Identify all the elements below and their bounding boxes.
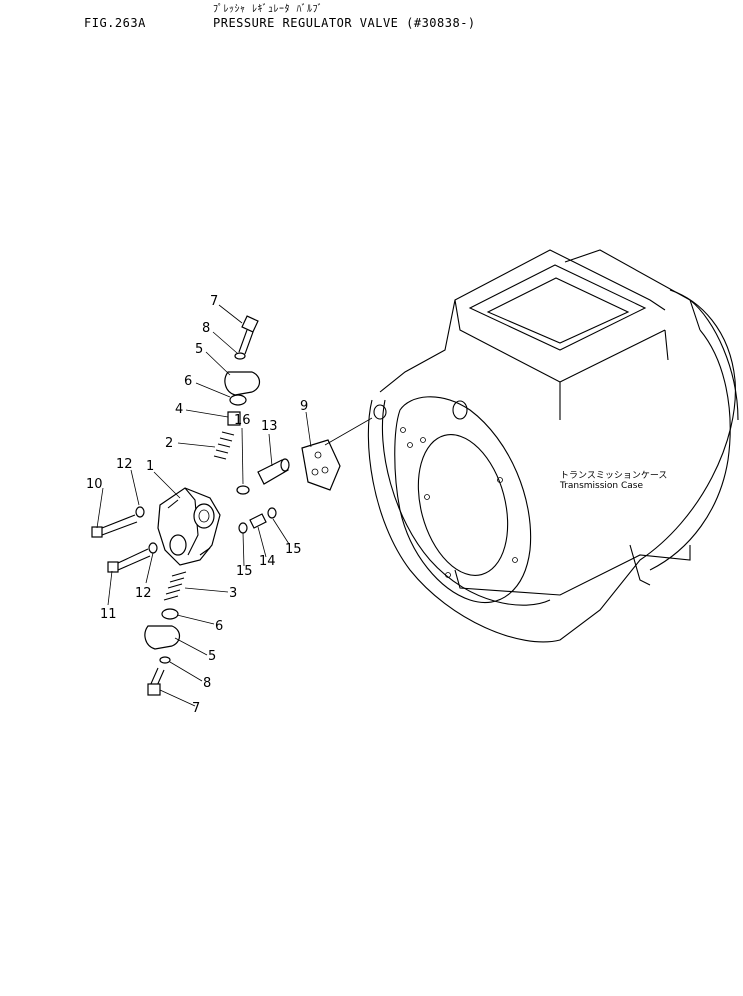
plug-14: [249, 513, 267, 529]
washer-12b: [148, 542, 158, 554]
callout-6-top: 6: [184, 374, 192, 389]
oring-top: [229, 394, 247, 406]
callout-5-top: 5: [195, 342, 203, 357]
valve-body: [157, 487, 221, 566]
figure-id: FIG.263A: [84, 16, 146, 30]
callout-1: 1: [146, 459, 154, 474]
callout-11: 11: [100, 607, 117, 622]
oring-15a: [238, 522, 248, 534]
callout-7-bottom: 7: [192, 701, 200, 716]
oring-16: [236, 485, 250, 495]
spring-top: [213, 431, 235, 460]
callout-13: 13: [261, 419, 278, 434]
cover-bottom: [144, 625, 181, 650]
callout-6-bottom: 6: [215, 619, 223, 634]
bolt-bottom: [147, 667, 165, 696]
washer-12a: [135, 506, 145, 518]
bolt-11: [107, 548, 151, 573]
title-japanese: ﾌﾟﾚｯｼｬ ﾚｷﾞｭﾚｰﾀ ﾊﾞﾙﾌﾞ: [213, 4, 324, 15]
case-label-en: Transmission Case: [559, 481, 643, 491]
gasket-9: [301, 439, 341, 491]
callout-numbers: 7 8 5 6 4 2 16 13 9 12 1 10 15 14 15 11 …: [86, 294, 308, 716]
spring-bottom: [163, 571, 187, 601]
callout-15-right: 15: [285, 542, 302, 557]
callout-8-bottom: 8: [203, 676, 211, 691]
callout-5-bottom: 5: [208, 649, 216, 664]
callout-9: 9: [300, 399, 308, 414]
callout-7-top: 7: [210, 294, 218, 309]
case-label-jp: トランスミッションケース: [560, 470, 667, 481]
callout-8-top: 8: [202, 321, 210, 336]
oring-bottom: [161, 608, 179, 620]
callout-10: 10: [86, 477, 103, 492]
leader-lines: [96, 304, 312, 707]
plug-13-end: [280, 458, 290, 472]
transmission-case: [367, 249, 739, 643]
callout-12-bottom: 12: [135, 586, 152, 601]
callout-12-top: 12: [116, 457, 133, 472]
title-english: PRESSURE REGULATOR VALVE (#30838-): [213, 16, 476, 30]
callout-4: 4: [175, 402, 183, 417]
callout-14: 14: [259, 554, 276, 569]
valve-spool: [227, 411, 241, 426]
washer-bottom: [159, 656, 171, 664]
callout-15-left: 15: [236, 564, 253, 579]
washer-top: [234, 352, 246, 360]
bolt-top: [238, 315, 259, 355]
oring-15b: [267, 507, 277, 519]
callout-3: 3: [229, 586, 237, 601]
callout-16: 16: [234, 413, 251, 428]
cover-top: [224, 371, 261, 396]
callout-2: 2: [165, 436, 173, 451]
